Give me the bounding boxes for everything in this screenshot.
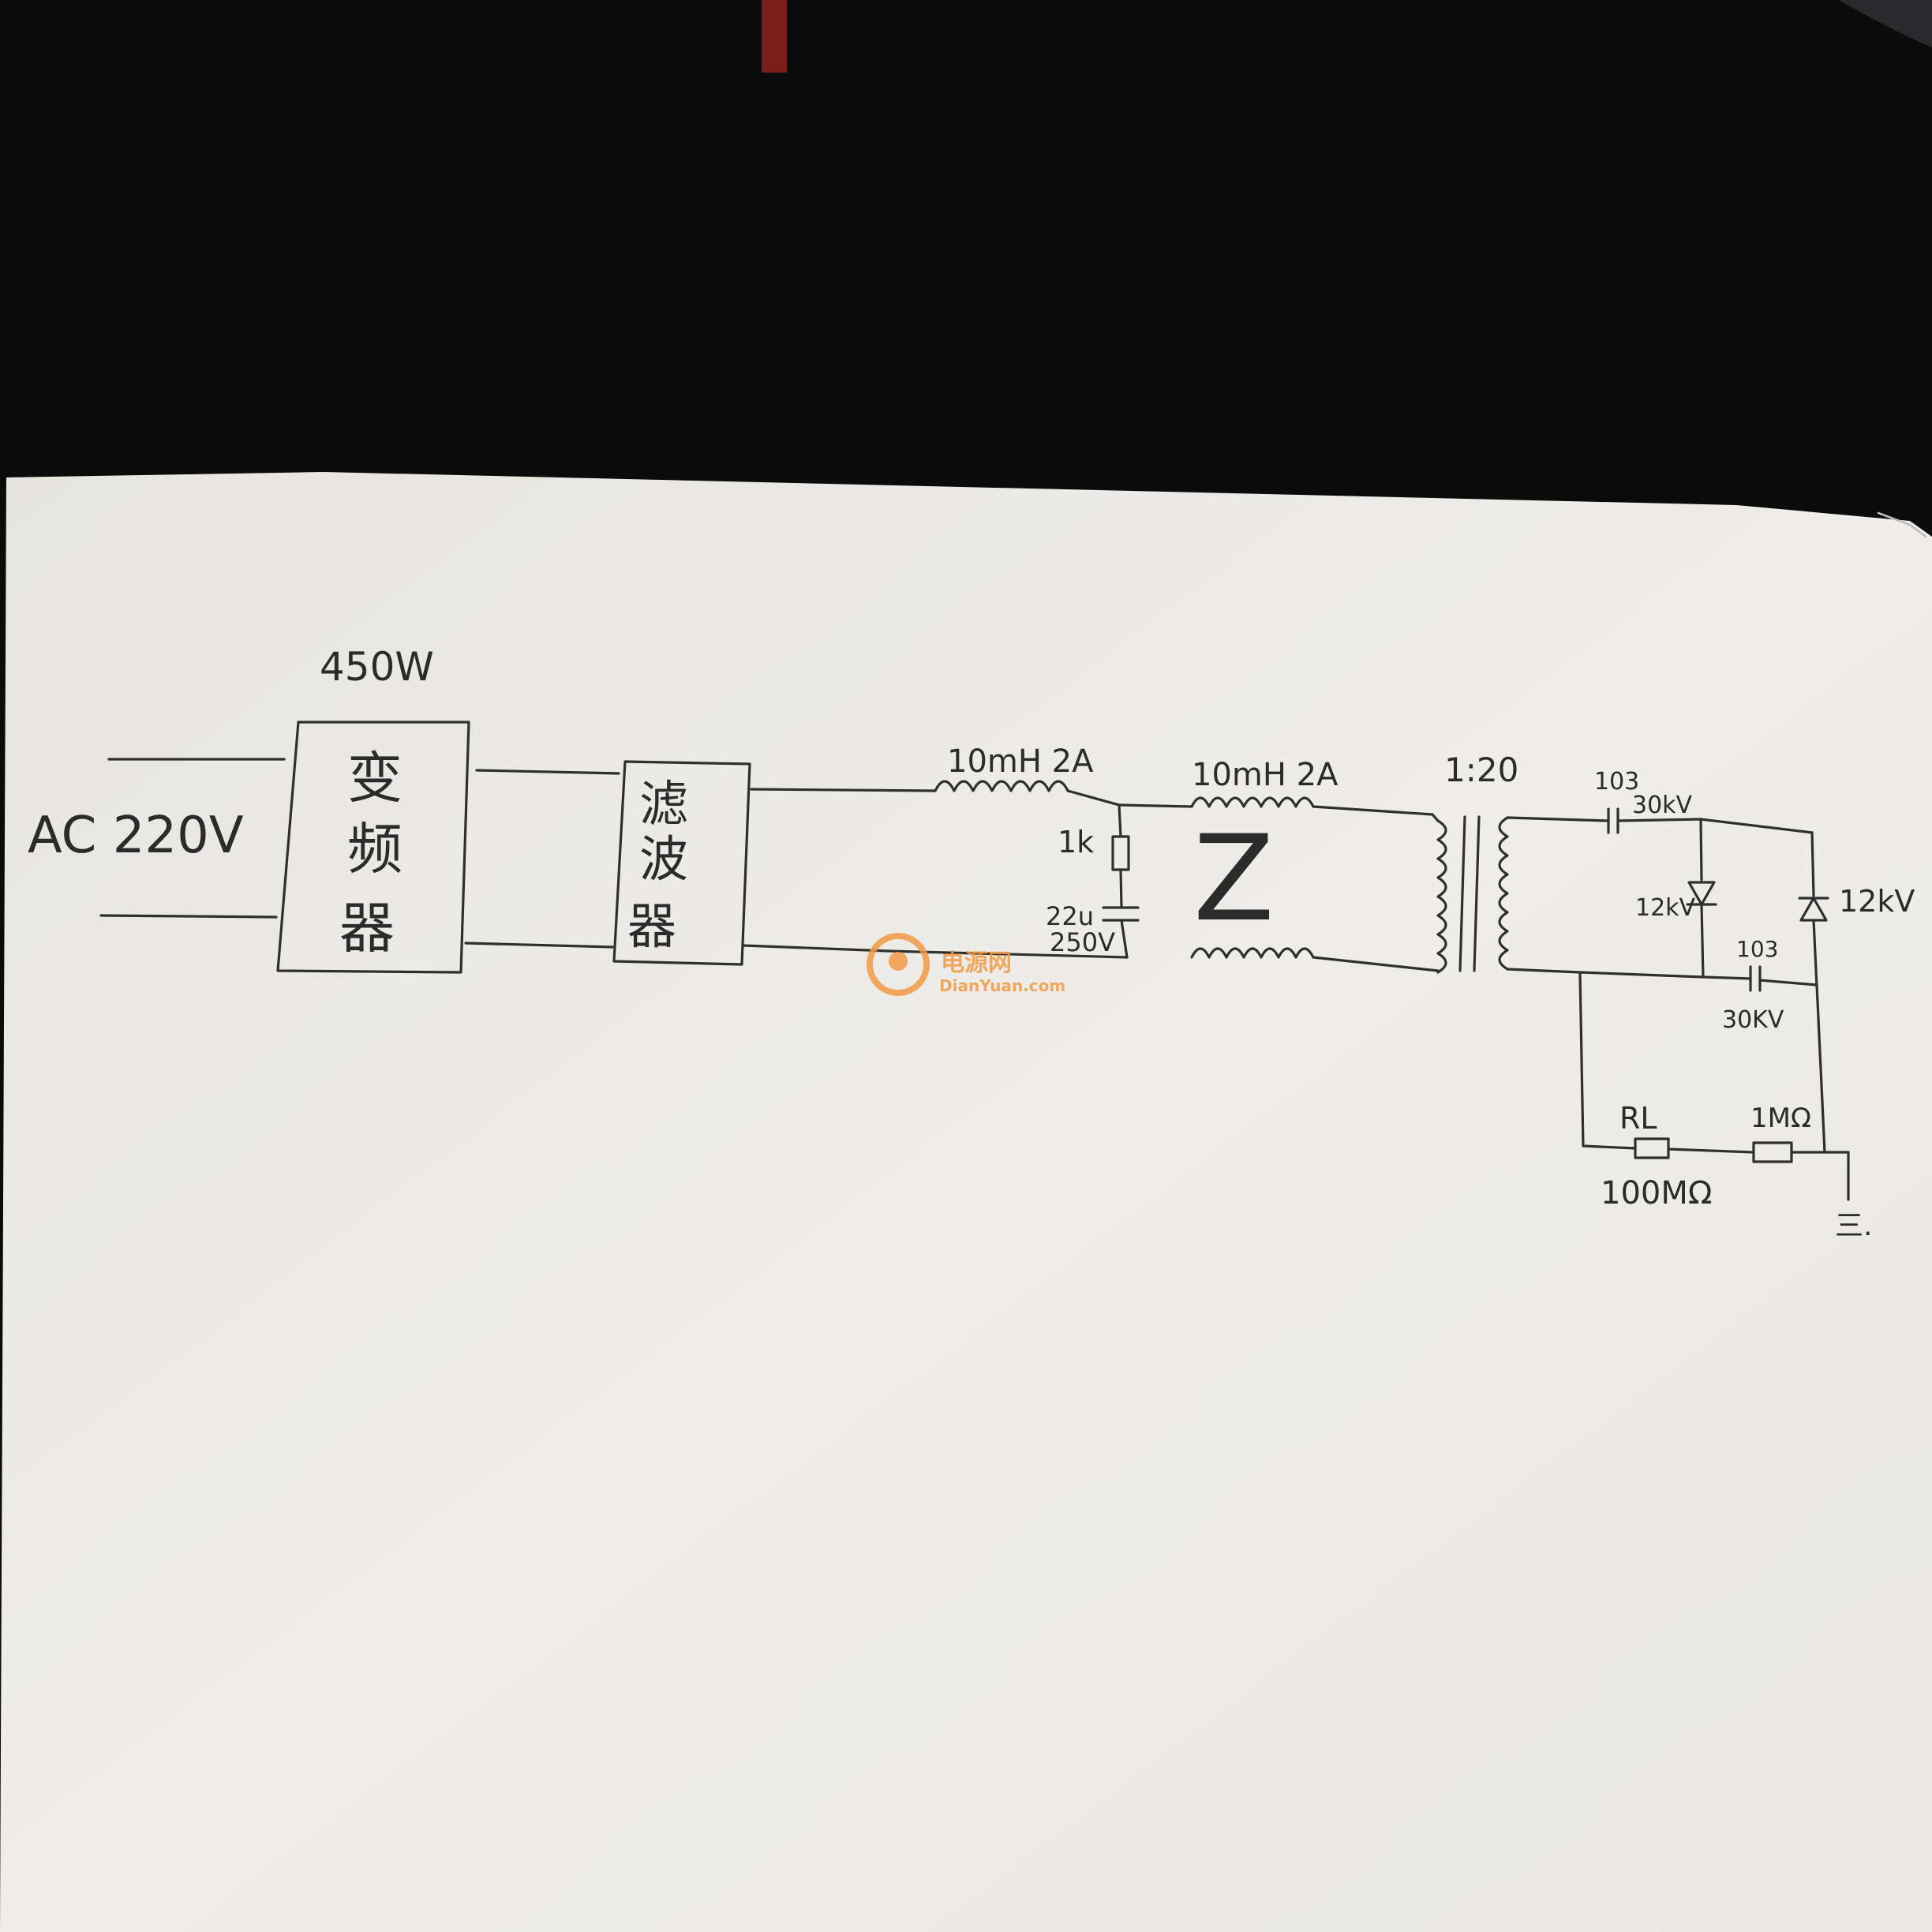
filter-char-2: 波	[639, 830, 688, 888]
power-rating-label: 450W	[320, 644, 434, 690]
corner-object	[1839, 0, 1932, 47]
branch-wire-bottom	[1120, 919, 1129, 959]
wire-to-filter-bottom	[464, 942, 614, 949]
cap-top-value: 103	[1594, 768, 1639, 796]
diode-left-wire-bottom	[1700, 903, 1705, 979]
output-wire-left	[1578, 971, 1585, 1148]
wire-filter-out-top	[750, 788, 937, 792]
wire-to-transformer-bottom	[1312, 956, 1440, 972]
branch-wire-top	[1118, 803, 1122, 838]
sec-wire-bottom	[1506, 968, 1582, 974]
filter-char-3: 器	[627, 897, 676, 955]
cap-bottom-voltage: 30KV	[1722, 1006, 1784, 1034]
watermark-logo-dot-icon	[889, 952, 908, 971]
wire-top-junction	[1066, 789, 1121, 807]
watermark-cn: 电源网	[941, 949, 1012, 977]
watermark-logo-icon	[867, 933, 930, 996]
converter-block	[276, 721, 470, 974]
filter-block	[612, 760, 751, 966]
schematic: AC 220V 450W 变 频 器 滤 波 器 10mH 2A 1k 22u …	[28, 644, 1915, 1242]
converter-char-2: 频	[347, 817, 402, 882]
rl-value: 100MΩ	[1601, 1175, 1712, 1211]
diode-right-wire-bottom	[1812, 919, 1818, 988]
inductor-1	[934, 780, 1069, 792]
ac-input-wire-bottom	[99, 914, 278, 919]
ac-input-label: AC 220V	[28, 807, 244, 865]
transformer-primary-coil	[1436, 819, 1447, 974]
cap-label-2: 250V	[1050, 927, 1115, 957]
output-wire-bottom-1	[1582, 1144, 1637, 1150]
page-edges	[1877, 511, 1927, 538]
transformer-ratio-label: 1:20	[1444, 751, 1518, 789]
inductor-1-label: 10mH 2A	[947, 743, 1094, 780]
load-z-symbol: Z	[1193, 811, 1275, 948]
inductor-2-label: 10mH 2A	[1192, 757, 1339, 793]
sec-wire-bottom-2	[1578, 971, 1705, 979]
wire-to-transformer-top	[1312, 805, 1434, 816]
r2-label: 1MΩ	[1750, 1103, 1811, 1134]
sec-wire-top-right	[1699, 818, 1814, 834]
sec-wire-top-2	[1616, 818, 1702, 822]
transformer-core-2	[1473, 815, 1481, 972]
diode-left-label: 12kV	[1635, 894, 1696, 922]
watermark-en: DianYuan.com	[939, 976, 1065, 995]
cap-top-voltage: 30kV	[1632, 792, 1693, 819]
rl-label: RL	[1619, 1101, 1657, 1136]
inductor-2-bottom	[1190, 947, 1315, 959]
red-bookmark	[762, 0, 787, 73]
converter-char-1: 变	[347, 746, 402, 811]
sec-wire-top	[1506, 816, 1610, 822]
wire-to-inductor-2	[1118, 803, 1193, 808]
sec-wire-bottom-4	[1758, 979, 1818, 987]
transformer-core-1	[1458, 815, 1466, 972]
cap-bottom-value: 103	[1736, 936, 1778, 962]
resistor-label: 1k	[1058, 825, 1094, 859]
diode-left	[1687, 881, 1716, 906]
wire-to-filter-top	[475, 769, 620, 775]
paper-sheet	[0, 472, 1932, 1932]
ground-symbol: 三.	[1835, 1210, 1872, 1242]
output-wire-right	[1815, 983, 1826, 1154]
wire-filter-out-bottom	[742, 944, 889, 953]
sec-wire-bottom-3	[1702, 975, 1752, 980]
converter-char-3: 器	[339, 896, 395, 960]
diode-left-wire-top	[1699, 818, 1703, 882]
diode-right-label: 12kV	[1839, 884, 1915, 919]
watermark: 电源网 DianYuan.com	[867, 933, 1065, 996]
diode-right-wire-top	[1810, 831, 1815, 897]
cap-label-1: 22u	[1046, 901, 1094, 931]
filter-char-1: 滤	[639, 775, 688, 833]
output-wire-bottom-2	[1667, 1148, 1755, 1154]
wire-bottom-junction	[886, 949, 1129, 959]
inductor-2-top	[1190, 796, 1315, 808]
primary-lead-top	[1431, 813, 1440, 822]
transformer-secondary-coil	[1498, 816, 1509, 971]
